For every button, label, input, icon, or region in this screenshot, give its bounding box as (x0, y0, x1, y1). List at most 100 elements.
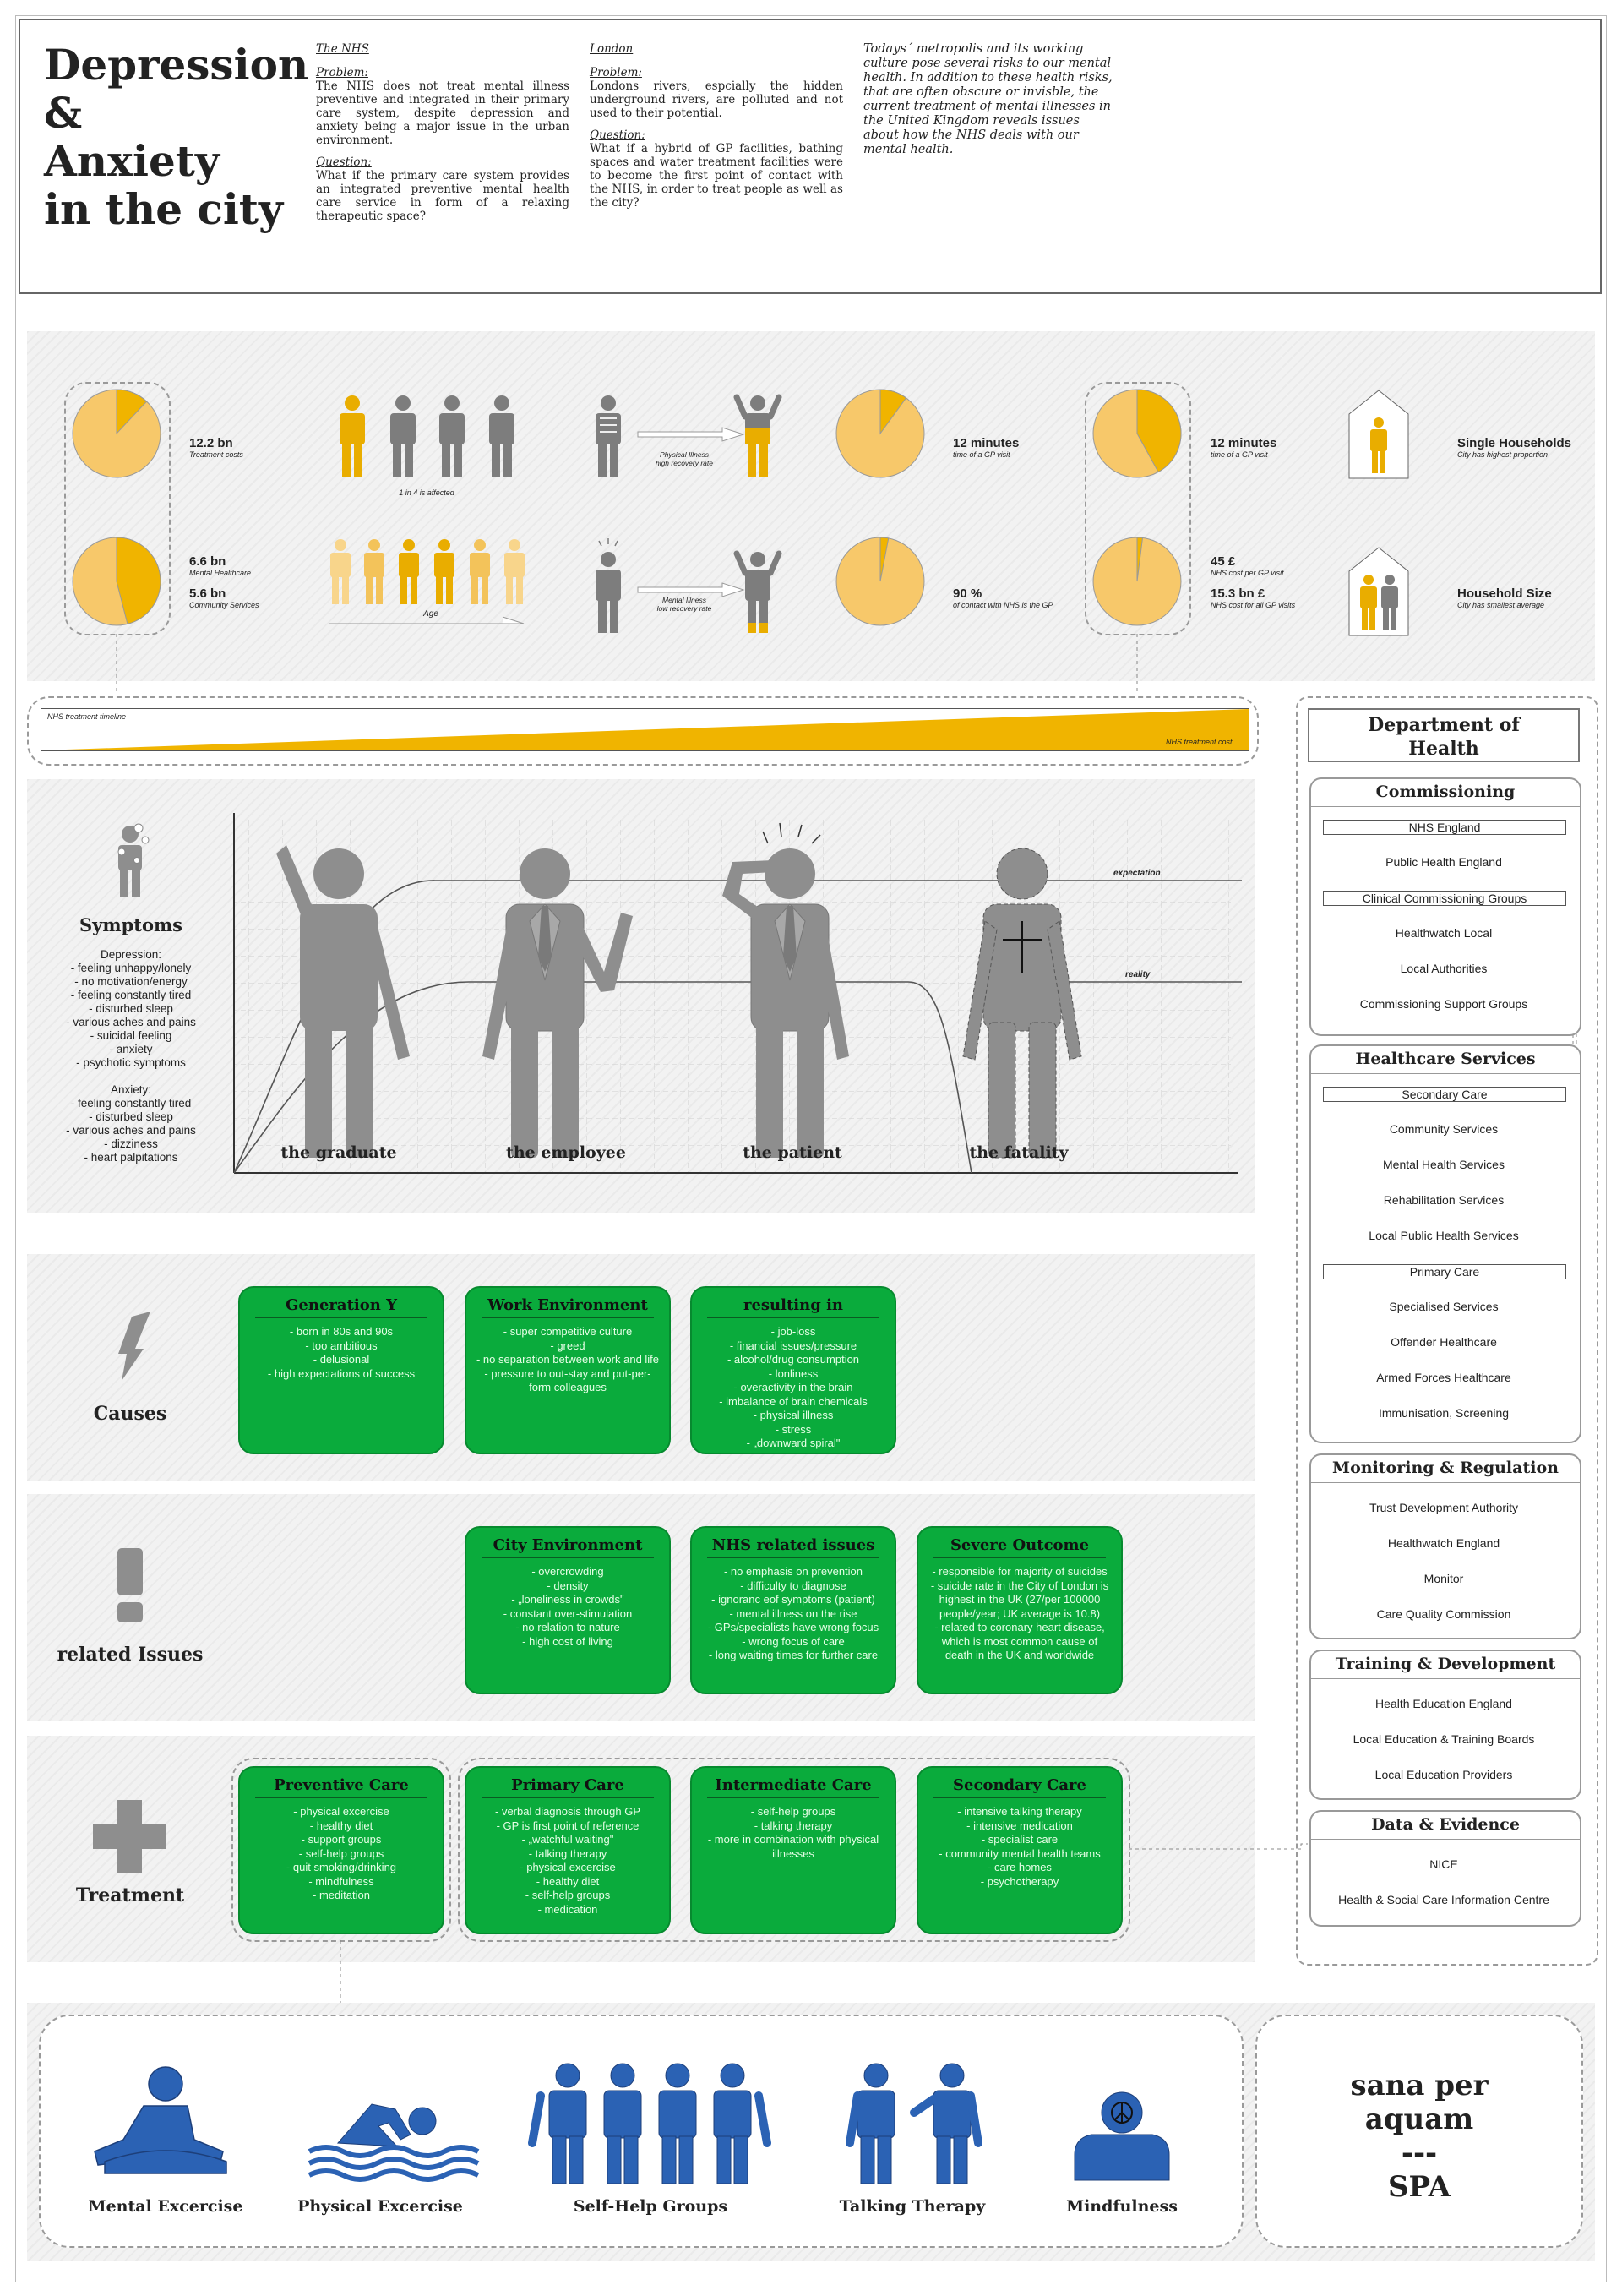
stat-value: 15.3 bn £ (1211, 586, 1265, 601)
doh-outer-border (1296, 696, 1598, 1966)
doh-section-title: Training & Development (1311, 1651, 1580, 1679)
person-affected-icon (340, 395, 365, 477)
stat-treatment-costs: 12.2 bn Treatment costs (189, 436, 243, 459)
employee-label: the employee (506, 1143, 626, 1162)
issues-label: related Issues (57, 1644, 204, 1666)
card-body: - job-loss - financial issues/pressure -… (719, 1325, 868, 1449)
doh-item: Healthwatch Local (1395, 926, 1493, 940)
doh-monitoring: Monitoring & Regulation Trust Developmen… (1309, 1453, 1581, 1639)
title-line: & (44, 88, 83, 138)
card-title: Severe Outcome (933, 1528, 1106, 1558)
reality-label: reality (1125, 970, 1151, 979)
stat-label: City has highest proportion (1457, 450, 1549, 459)
stat-value: 6.6 bn (189, 554, 226, 569)
partially-recovered-person-icon (733, 550, 782, 633)
treatment-label: Treatment (75, 1884, 185, 1906)
pie-slice (116, 389, 148, 435)
stat-label: time of a GP visit (1211, 450, 1268, 459)
doh-item: Specialised Services (1389, 1300, 1499, 1313)
meditation-icon (94, 2066, 227, 2174)
doh-item: NHS England (1323, 820, 1566, 835)
activity-label: Talking Therapy (839, 2197, 986, 2216)
card-title: Generation Y (255, 1288, 427, 1318)
nhs-problem-text: The NHS does not treat mental illness pr… (316, 79, 569, 147)
stat-value: 45 £ (1211, 554, 1236, 569)
doh-item: Offender Healthcare (1391, 1335, 1497, 1349)
doh-item: Local Education Providers (1374, 1768, 1513, 1781)
label-line: low recovery rate (656, 604, 712, 613)
doh-item: Commissioning Support Groups (1359, 997, 1528, 1011)
activity-label: Self-Help Groups (573, 2197, 728, 2216)
age-label: Age (423, 609, 438, 619)
doh-item: Health & Social Care Information Centre (1338, 1893, 1549, 1906)
doh-section-title: Commissioning (1311, 779, 1580, 807)
label-line: high recovery rate (655, 459, 714, 467)
patient-figure (722, 822, 849, 1158)
issue-card: City Environment - overcrowding - densit… (465, 1526, 671, 1694)
card-title: Secondary Care (933, 1768, 1106, 1798)
lightning-icon (118, 1312, 150, 1381)
spa-line: sana per (1350, 2069, 1489, 2102)
doh-item: Primary Care (1323, 1264, 1566, 1279)
doh-item: Rehabilitation Services (1383, 1193, 1505, 1207)
one-in-four-label: 1 in 4 is affected (399, 488, 454, 497)
card-body: - physical excercise - healthy diet - su… (286, 1805, 397, 1901)
spa-line: SPA (1387, 2170, 1451, 2204)
fatality-figure (962, 848, 1082, 1159)
doh-section-title: Data & Evidence (1311, 1812, 1580, 1840)
pie-contact (835, 537, 925, 626)
household-size-house-icon (1348, 547, 1409, 636)
timeline-right-label: NHS treatment cost (1166, 738, 1233, 746)
card-body: - overcrowding - density - „loneliness i… (503, 1565, 633, 1648)
stat-value: Household Size (1457, 586, 1552, 601)
doh-item: Trust Development Authority (1369, 1501, 1519, 1514)
depression-items: - feeling unhappy/lonely - no motivation… (66, 962, 196, 1069)
stat-community-services: 5.6 bn Community Services (189, 586, 259, 609)
card-title: Work Environment (482, 1288, 654, 1318)
stat-value: 12 minutes (1211, 436, 1277, 450)
treatment-card: Preventive Care - physical excercise - h… (238, 1766, 444, 1934)
title-line: Anxiety (44, 136, 220, 186)
london-heading: London (590, 42, 634, 56)
stat-cost-all: 15.3 bn £ NHS cost for all GP visits (1211, 586, 1295, 609)
doh-data-evidence: Data & Evidence NICE Health & Social Car… (1309, 1810, 1581, 1927)
stat-value: 12 minutes (953, 436, 1020, 450)
pie-gp (835, 389, 925, 478)
nhs-heading: The NHS (316, 42, 369, 56)
card-title: City Environment (482, 1528, 654, 1558)
anxiety-heading: Anxiety: (110, 1083, 152, 1096)
causes-label: Causes (93, 1403, 167, 1425)
stressed-person-icon (596, 538, 621, 633)
pie-mental (72, 537, 161, 626)
stat-gp2-minutes: 12 minutes time of a GP visit (1211, 436, 1276, 459)
stat-single-households: Single Households City has highest propo… (1457, 436, 1571, 459)
doh-item: Healthwatch England (1387, 1536, 1500, 1550)
doh-item: Public Health England (1385, 855, 1502, 869)
stat-label: Treatment costs (189, 450, 243, 459)
symptoms-title: Symptoms (79, 914, 183, 935)
doh-item: Armed Forces Healthcare (1376, 1371, 1511, 1384)
doh-item: Care Quality Commission (1376, 1607, 1511, 1621)
pie-slice (116, 537, 161, 624)
title-line: Depression (44, 40, 309, 90)
card-body: - self-help groups - talking therapy - m… (707, 1805, 879, 1860)
spa-border (1255, 2015, 1583, 2248)
stat-gp-minutes: 12 minutes time of a GP visit (953, 436, 1019, 459)
issue-card: Severe Outcome - responsible for majorit… (917, 1526, 1123, 1694)
pie-cost (1092, 537, 1182, 626)
timeline-left-label: NHS treatment timeline (47, 712, 127, 721)
stat-value: 12.2 bn (189, 436, 233, 450)
stat-label: time of a GP visit (953, 450, 1010, 459)
stat-value: 5.6 bn (189, 586, 226, 601)
plus-icon (93, 1800, 166, 1873)
london-question-label: Question: (590, 128, 645, 142)
card-title: resulting in (707, 1288, 879, 1318)
doh-item: Local Authorities (1400, 962, 1488, 975)
card-body: - no emphasis on prevention - difficulty… (707, 1565, 879, 1661)
anxiety-items: - feeling constantly tired - disturbed s… (66, 1097, 196, 1164)
stat-value: Single Households (1457, 436, 1572, 450)
london-column: London Problem: Londons rivers, espciall… (590, 42, 843, 210)
page-title: Depression & Anxiety in the city (44, 41, 308, 233)
stat-gp-contact: 90 % of contact with NHS is the GP (953, 586, 1053, 609)
nhs-question-label: Question: (316, 155, 372, 169)
